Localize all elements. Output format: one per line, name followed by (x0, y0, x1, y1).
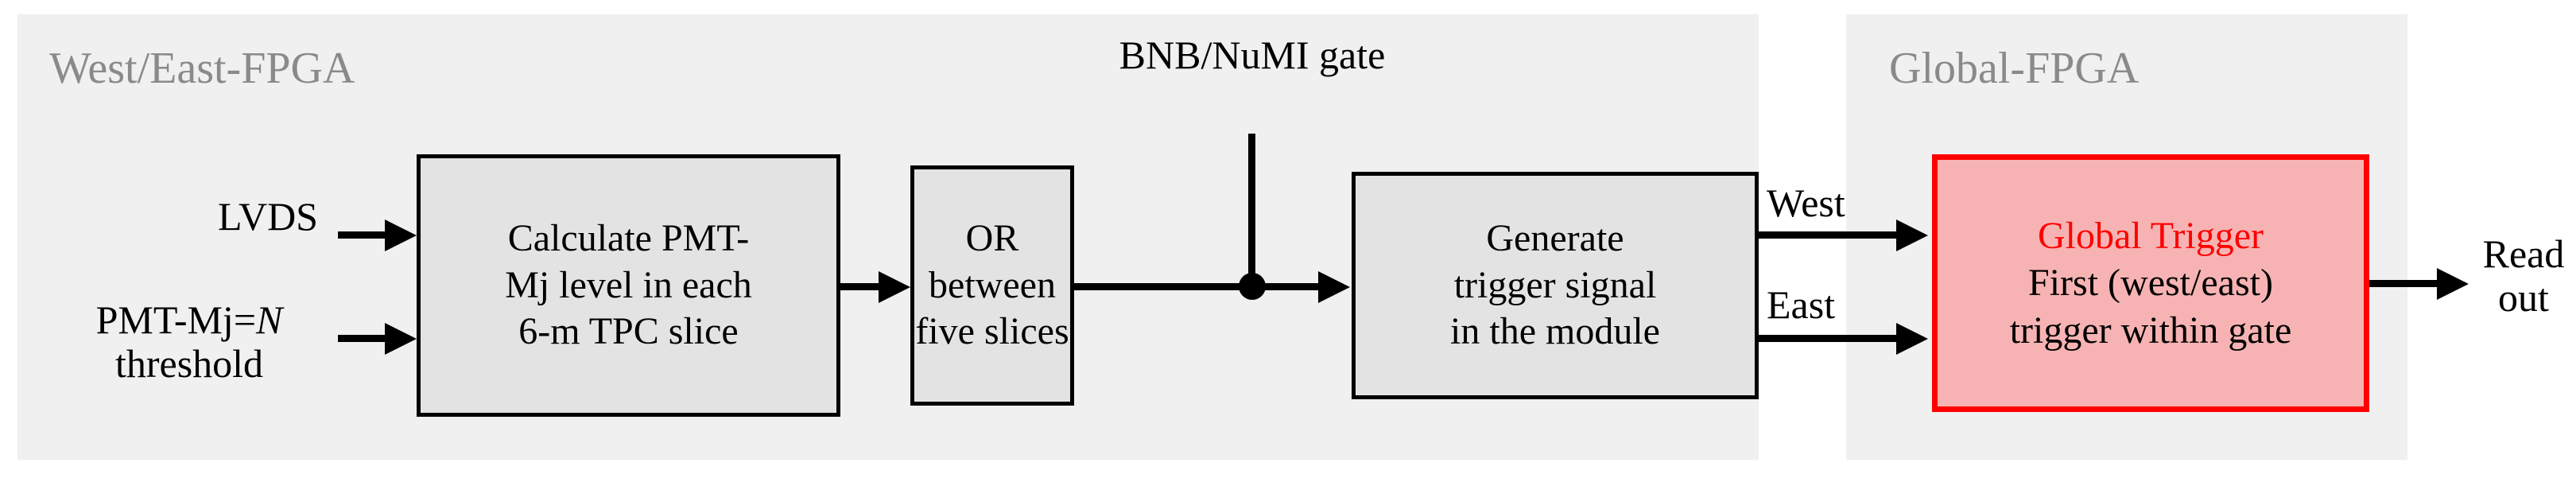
box2-line3: five slices (915, 310, 1069, 353)
input-label-threshold: PMT-Mj=N threshold (22, 298, 356, 386)
threshold-line2: threshold (114, 341, 264, 386)
global-trigger-line1: First (west/east) (2028, 262, 2273, 305)
box1-line2: Mj level in each (505, 263, 752, 306)
global-trigger-line2: trigger within gate (2009, 309, 2292, 352)
arrow-box2-box3-line (1074, 283, 1329, 290)
threshold-variable: N (256, 297, 283, 342)
arrow-lvds-line (338, 231, 390, 239)
arrow-box2-box3-head (1318, 271, 1350, 303)
arrow-lvds-head (385, 220, 417, 251)
box1-line1: Calculate PMT- (507, 217, 750, 260)
arrow-east-head (1896, 323, 1928, 355)
box-generate-trigger-signal: Generate trigger signal in the module (1352, 172, 1759, 399)
panel-title-west-east-fpga: West/East-FPGA (49, 44, 355, 93)
box3-line1: Generate (1486, 217, 1624, 260)
branch-label-west: West (1767, 181, 1845, 225)
readout-line1: Read (2482, 231, 2565, 276)
readout-line2: out (2498, 275, 2549, 320)
gate-drop-line (1248, 134, 1255, 290)
box-calculate-pmt-level: Calculate PMT- Mj level in each 6-m TPC … (417, 154, 840, 417)
box-or-between-slices: OR between five slices (910, 165, 1074, 406)
panel-title-global-fpga: Global-FPGA (1889, 44, 2140, 93)
output-label-readout: Read out (2473, 232, 2574, 320)
box2-line2: between (929, 263, 1056, 306)
arrow-threshold-head (385, 323, 417, 355)
arrow-readout-line (2369, 280, 2442, 287)
arrow-west-head (1896, 220, 1928, 251)
arrow-readout-head (2437, 268, 2469, 300)
box-global-trigger: Global Trigger First (west/east) trigger… (1932, 154, 2369, 412)
branch-label-east: East (1767, 282, 1836, 327)
box1-line3: 6-m TPC slice (518, 310, 739, 353)
threshold-prefix: PMT-Mj= (95, 297, 257, 342)
box2-line1: OR (965, 217, 1019, 260)
input-label-lvds: LVDS (218, 194, 318, 239)
arrow-box1-box2-line (840, 283, 888, 290)
arrow-box1-box2-head (879, 271, 910, 303)
arrow-east-line (1759, 335, 1902, 342)
gate-label: BNB/NuMI gate (1119, 33, 1386, 77)
global-trigger-title: Global Trigger (2037, 214, 2264, 257)
box3-line3: in the module (1450, 310, 1660, 353)
box3-line2: trigger signal (1453, 263, 1657, 306)
arrow-west-line (1759, 231, 1902, 239)
arrow-threshold-line (338, 335, 390, 342)
